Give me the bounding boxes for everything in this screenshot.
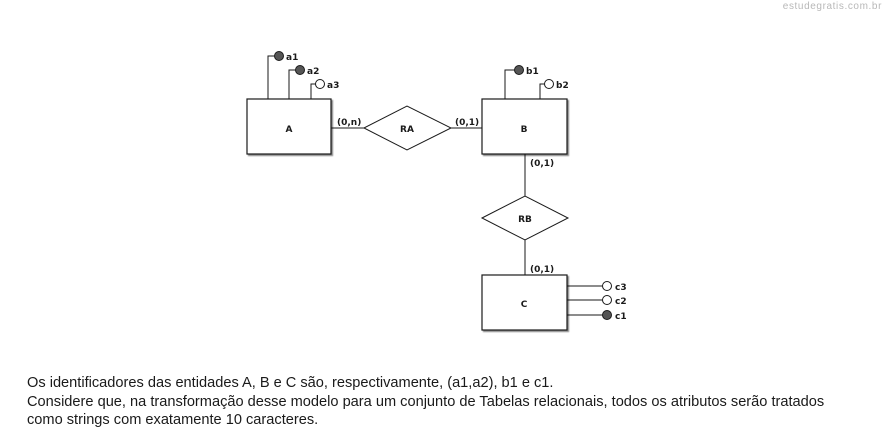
- attr-a3-dot: [315, 79, 325, 89]
- entity-a-box: [246, 98, 332, 155]
- relationship-rb-label: RB: [518, 215, 532, 225]
- attr-line-b1: [504, 69, 515, 99]
- cardinality-ra-b: (0,1): [455, 118, 479, 128]
- entity-b-label: B: [521, 125, 528, 135]
- attr-a1-identifier-dot: [274, 51, 284, 61]
- cardinality-rb-c: (0,1): [530, 265, 554, 275]
- attr-line-a3: [310, 83, 316, 99]
- entity-c-box: [481, 274, 568, 331]
- watermark: estudegratis.com.br: [782, 1, 882, 12]
- cardinality-b-rb: (0,1): [530, 159, 554, 169]
- entity-c-label: C: [521, 300, 528, 310]
- attr-b2-dot: [544, 79, 554, 89]
- attr-c3-dot: [602, 281, 612, 291]
- entity-b-box: [481, 98, 568, 155]
- attr-a1-label: a1: [286, 53, 298, 63]
- attr-c3-label: c3: [615, 283, 627, 293]
- attr-b1-identifier-dot: [514, 65, 524, 75]
- question-line-3: como strings com exatamente 10 caractere…: [27, 412, 319, 428]
- attr-b1-label: b1: [526, 67, 539, 77]
- attr-line-a1: [267, 55, 276, 99]
- attr-line-a2: [288, 69, 297, 99]
- attr-line-b2: [539, 83, 545, 99]
- attr-a2-label: a2: [307, 67, 319, 77]
- relationship-ra-label: RA: [400, 125, 414, 135]
- attr-c2-label: c2: [615, 297, 627, 307]
- entity-a-label: A: [286, 125, 293, 135]
- attr-b2-label: b2: [556, 81, 569, 91]
- attr-a2-identifier-dot: [295, 65, 305, 75]
- relationship-ra-diamond: [362, 105, 453, 151]
- attr-c1-label: c1: [615, 312, 627, 322]
- er-diagram: A B C RA RB (0,n) (0,1) (0,1) (0,1) a1 a…: [246, 51, 627, 331]
- question-line-2: Considere que, na transformação desse mo…: [27, 393, 825, 410]
- attr-a3-label: a3: [327, 81, 339, 91]
- question-text: Os identificadores das entidades A, B e …: [27, 374, 877, 430]
- attr-c2-dot: [602, 295, 612, 305]
- attr-c1-identifier-dot: [602, 310, 612, 320]
- question-line-1: Os identificadores das entidades A, B e …: [27, 375, 554, 391]
- relationship-rb-diamond: [480, 195, 570, 241]
- cardinality-a-ra: (0,n): [337, 118, 361, 128]
